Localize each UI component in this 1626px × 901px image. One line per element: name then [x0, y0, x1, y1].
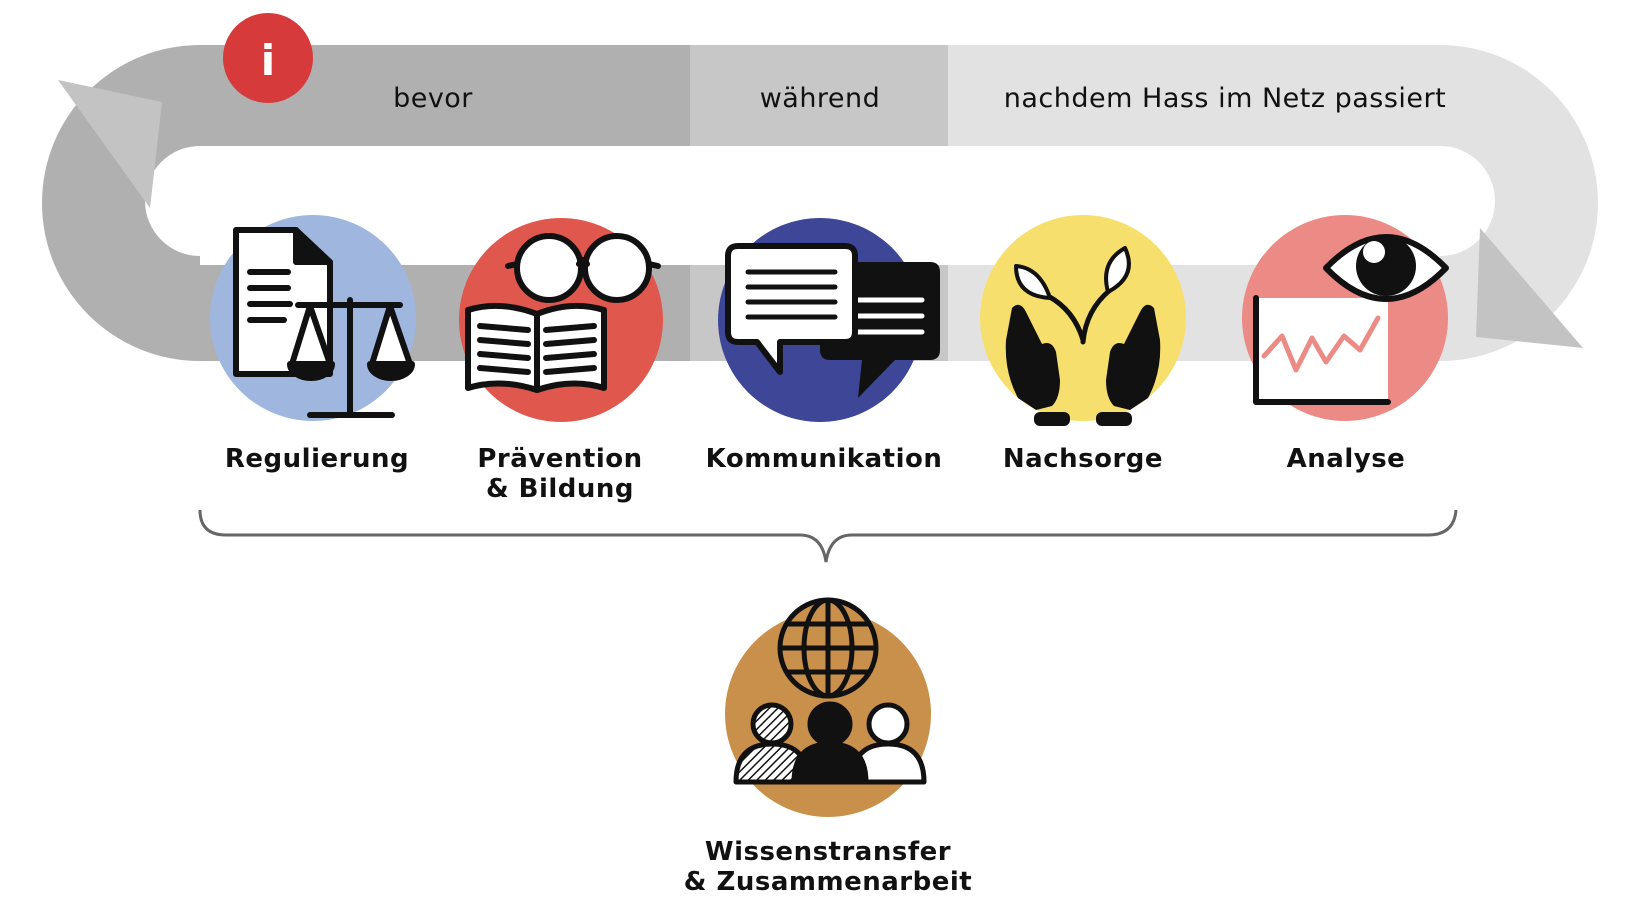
book-glasses-icon [465, 233, 661, 393]
loop-arrowhead-left [58, 80, 162, 208]
category-praevention: Prävention & Bildung [459, 218, 663, 504]
phase-label-nachdem: nachdem Hass im Netz passiert [1004, 83, 1446, 114]
loop-arrowhead-right [1476, 228, 1583, 348]
category-regulierung: Regulierung [210, 215, 416, 474]
wissenstransfer-label-line1: Wissenstransfer [705, 837, 951, 867]
phase-label-waehrend: während [760, 83, 881, 114]
category-nachsorge: Nachsorge [980, 215, 1186, 474]
category-kommunikation: Kommunikation [706, 218, 943, 474]
hands-plant-icon [1005, 246, 1161, 426]
eye-chart-icon [1253, 234, 1449, 405]
document-scale-icon [233, 227, 415, 418]
wissenstransfer-label-line2: & Zusammenarbeit [684, 867, 972, 897]
speech-bubbles-icon [725, 243, 940, 398]
nachsorge-label: Nachsorge [1003, 444, 1163, 474]
grouping-brace [198, 509, 1458, 563]
kommunikation-label: Kommunikation [706, 444, 943, 474]
phase-segment-nachdem [948, 45, 1440, 146]
analyse-label: Analyse [1287, 444, 1406, 474]
category-analyse: Analyse [1242, 215, 1449, 474]
info-badge[interactable]: i [223, 13, 313, 103]
phase-label-bevor: bevor [393, 83, 473, 114]
phase-segment-waehrend [690, 45, 948, 146]
praevention-label-line1: Prävention [477, 444, 642, 474]
globe-people-icon [733, 597, 927, 785]
loop-left-arc [42, 45, 200, 361]
category-wissenstransfer: Wissenstransfer & Zusammenarbeit [684, 597, 972, 897]
regulierung-label: Regulierung [225, 444, 409, 474]
praevention-label-line2: & Bildung [486, 474, 634, 504]
info-icon: i [261, 36, 275, 85]
